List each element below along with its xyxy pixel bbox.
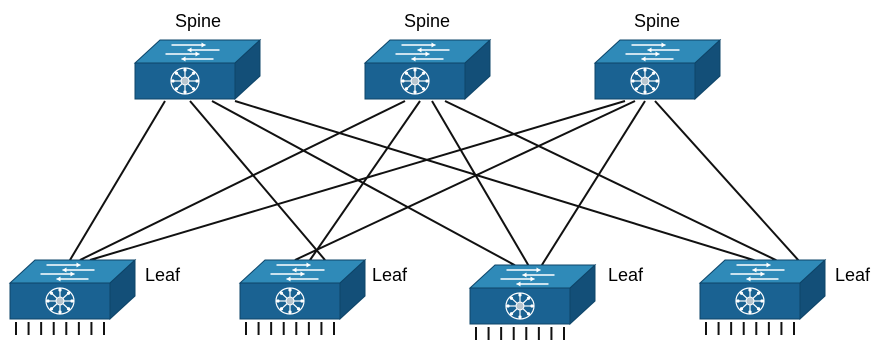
link-line (211, 100, 521, 269)
layer3-switch-icon (275, 287, 305, 315)
link-line (69, 100, 166, 261)
link-line (309, 100, 421, 261)
switch-arrows-icon (730, 262, 785, 282)
link-line (89, 100, 626, 261)
link-line (189, 100, 326, 261)
spine-label-1: Spine (175, 11, 221, 31)
layer3-switch-icon (735, 287, 765, 315)
switch-arrows-icon (395, 42, 450, 62)
switch-arrows-icon (500, 267, 555, 287)
leaf-switch-3 (468, 263, 597, 340)
spine-switch-2 (363, 38, 492, 101)
switch-ports (245, 322, 335, 335)
leaf-switch-1 (8, 258, 137, 335)
layer3-switch-icon (505, 292, 535, 320)
link-line (294, 100, 636, 261)
switch-ports (15, 322, 105, 335)
switch-ports (705, 322, 795, 335)
link-line (654, 100, 801, 263)
leaf-label-2: Leaf (372, 265, 408, 285)
labels-layer: Spine Spine Spine Leaf Leaf Leaf Leaf (145, 11, 871, 285)
leaf-switch-2 (238, 258, 367, 335)
spine-switch-1 (133, 38, 262, 101)
link-line (431, 100, 531, 269)
leaf-label-3: Leaf (608, 265, 644, 285)
leaf-switch-4 (698, 258, 827, 335)
spine-label-2: Spine (404, 11, 450, 31)
switch-arrows-icon (165, 42, 220, 62)
leaf-label-4: Leaf (835, 265, 871, 285)
switch-arrows-icon (625, 42, 680, 62)
spine-label-3: Spine (634, 11, 680, 31)
layer3-switch-icon (630, 67, 660, 95)
link-line (234, 100, 761, 263)
layer3-switch-icon (45, 287, 75, 315)
switch-arrows-icon (40, 262, 95, 282)
link-line (539, 100, 646, 269)
nodes-layer (8, 38, 827, 340)
layer3-switch-icon (400, 67, 430, 95)
link-line (444, 100, 781, 263)
switch-ports (475, 327, 565, 340)
links-layer (69, 100, 801, 269)
switch-arrows-icon (270, 262, 325, 282)
link-line (79, 100, 406, 261)
layer3-switch-icon (170, 67, 200, 95)
spine-switch-3 (593, 38, 722, 101)
leaf-label-1: Leaf (145, 265, 181, 285)
